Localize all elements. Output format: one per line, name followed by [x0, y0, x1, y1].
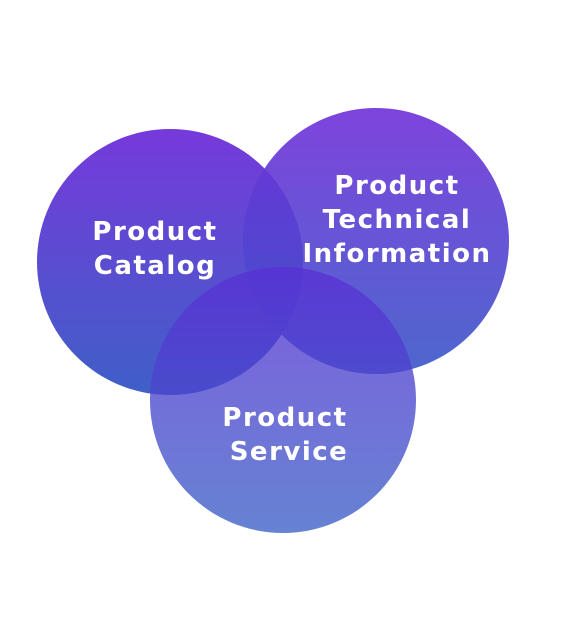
catalog-label-line-1: Product: [92, 217, 217, 247]
circle-product-service: [150, 267, 416, 533]
service-label-line-1: Product: [222, 403, 347, 433]
catalog-label-line-2: Catalog: [94, 251, 217, 281]
technical-label-line-2: Technical: [323, 205, 472, 235]
service-label-line-2: Service: [230, 437, 349, 467]
technical-label-line-1: Product: [334, 171, 459, 201]
technical-label-line-3: Information: [302, 239, 491, 269]
